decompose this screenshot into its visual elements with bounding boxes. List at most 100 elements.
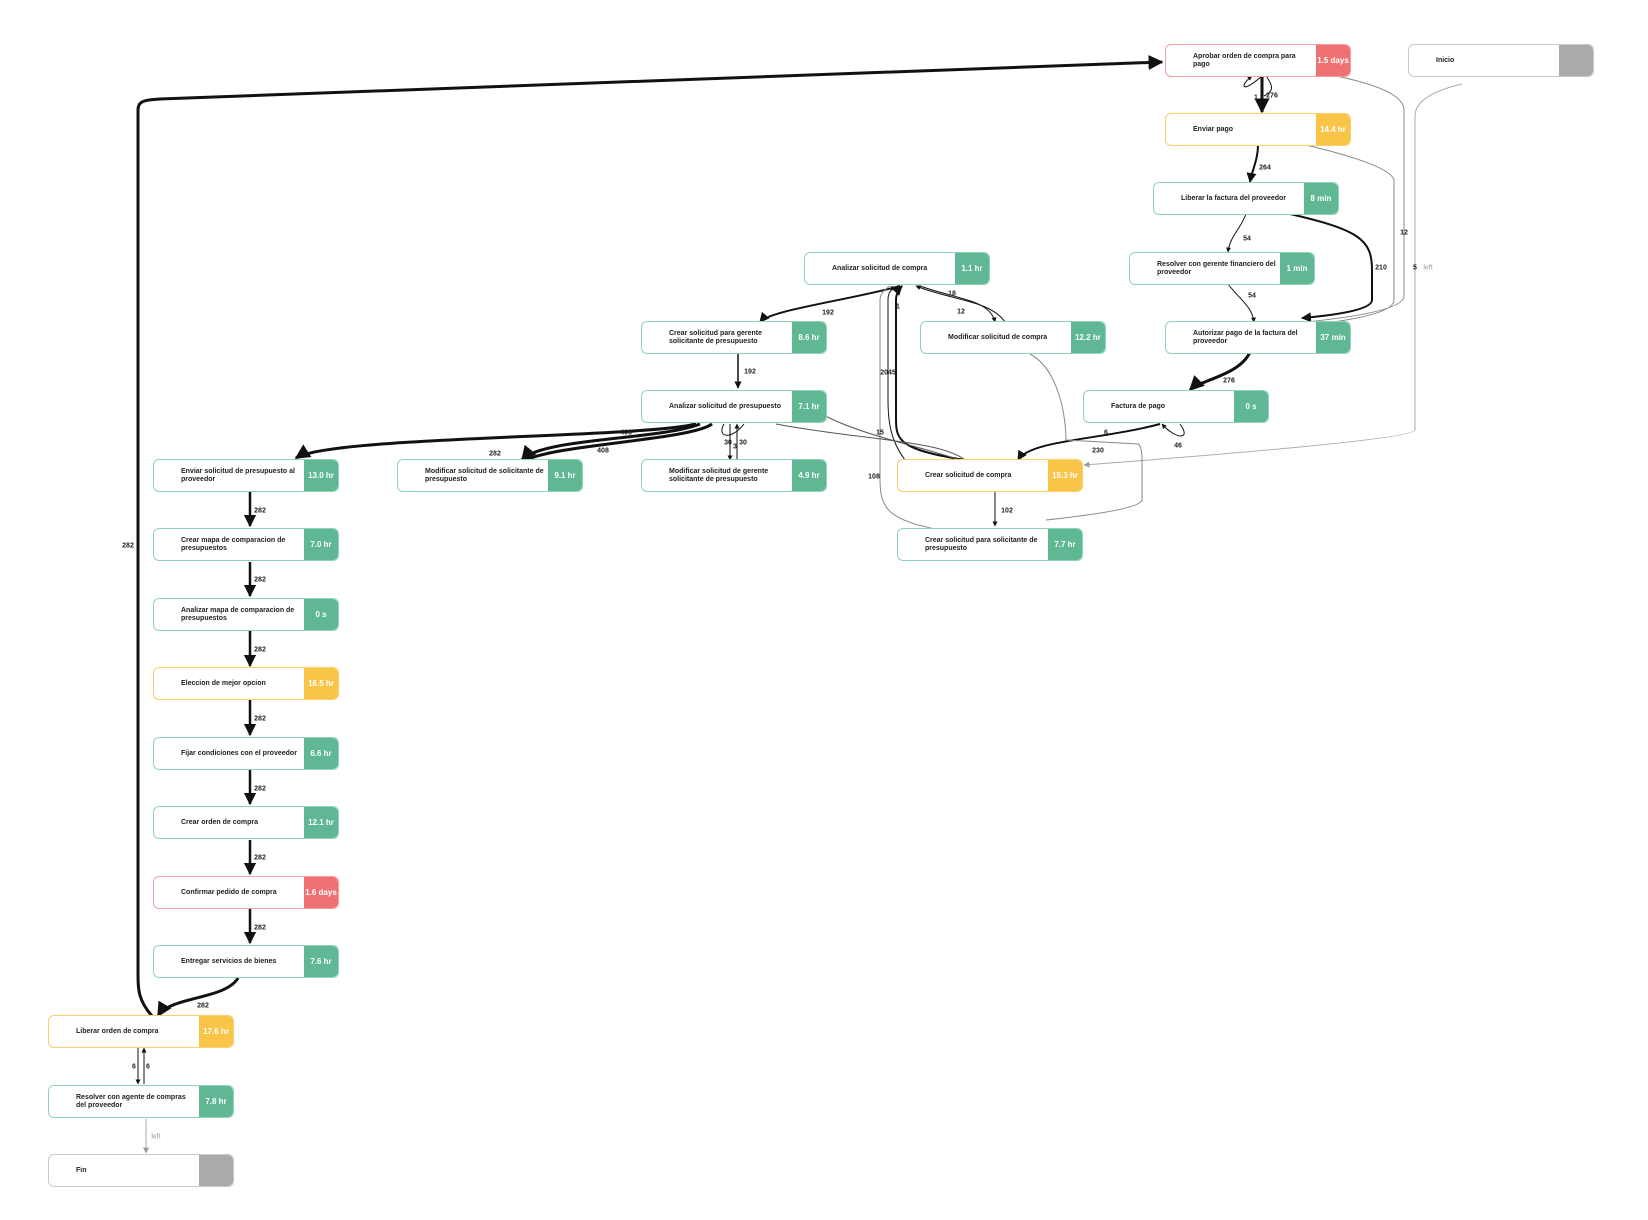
edge-label: 282 (254, 646, 266, 654)
duration-badge: 1.1 hr (955, 253, 989, 284)
node-label: Analizar mapa de comparacion de presupue… (181, 606, 295, 622)
edge-factura-crear-compra (1017, 423, 1161, 461)
duration-badge: 12.2 hr (1071, 322, 1105, 353)
edge-label: 12 (1400, 229, 1408, 237)
edge-label: 12 (957, 308, 965, 316)
edge-ap-self (721, 423, 745, 436)
node-label: Aprobar orden de compra para pago (1193, 52, 1296, 68)
node-crear-mapa[interactable]: Crear mapa de comparacion de presupuesto… (153, 528, 339, 561)
duration-badge: 1 min (1280, 253, 1314, 284)
node-label: Resolver con agente de compras del prove… (76, 1093, 186, 1109)
edge-label: 6 (146, 1063, 150, 1071)
node-inicio[interactable]: Inicio (1408, 44, 1594, 77)
node-label: Entregar servicios de bienes (181, 957, 277, 965)
node-label: Liberar orden de compra (76, 1027, 159, 1035)
edge-label: 2045 (880, 369, 896, 377)
node-resolver-agente[interactable]: Resolver con agente de compras del prove… (48, 1085, 234, 1118)
edge-enviar-autorizar (1305, 144, 1395, 326)
node-liberar-orden[interactable]: Liberar orden de compra 17.6 hr (48, 1015, 234, 1048)
duration-badge: 9.1 hr (548, 460, 582, 491)
node-analizar-mapa[interactable]: Analizar mapa de comparacion de presupue… (153, 598, 339, 631)
duration-badge (1559, 45, 1593, 76)
node-label: Resolver con gerente financiero del prov… (1157, 260, 1276, 276)
node-crear-compra[interactable]: Crear solicitud de compra 15.3 hr (897, 459, 1083, 492)
duration-badge: 0 s (1234, 391, 1268, 422)
edge-label: 408 (620, 429, 632, 437)
node-resolver-gerente[interactable]: Resolver con gerente financiero del prov… (1129, 252, 1315, 285)
node-label: Eleccion de mejor opcion (181, 679, 266, 687)
edge-liberar-orden-aprobar (136, 55, 1164, 1017)
node-label: Analizar solicitud de presupuesto (669, 402, 782, 410)
edge-label: 282 (254, 785, 266, 793)
edge-aprobar-autorizar (1305, 75, 1405, 323)
edge-liberar-resolver (1226, 213, 1247, 253)
edge-label: 5 (1413, 264, 1417, 272)
edge-label: 282 (122, 542, 134, 550)
node-label: Crear orden de compra (181, 818, 259, 826)
node-label: Fijar condiciones con el proveedor (181, 749, 297, 757)
node-label: Modificar solicitud de gerente solicitan… (669, 467, 769, 483)
node-label: Crear solicitud de compra (925, 471, 1012, 479)
edge-crear-compra-analizar-thin (887, 286, 906, 461)
node-modificar-solicitante[interactable]: Modificar solicitud de solicitante de pr… (397, 459, 583, 492)
node-crear-gerente[interactable]: Crear solicitud para gerente solicitante… (641, 321, 827, 354)
edge-label: 192 (744, 368, 756, 376)
edge-modificar-crear-solicitante (1029, 353, 1143, 521)
node-label: Crear solicitud para gerente solicitante… (669, 329, 762, 345)
edge-inicio-crear-compra (1083, 83, 1463, 468)
edge-label: 30 (724, 439, 732, 447)
edge-label: 54 (1248, 292, 1256, 300)
node-crear-solicitante[interactable]: Crear solicitud para solicitante de pres… (897, 528, 1083, 561)
edge-liberar-autorizar (1289, 213, 1373, 323)
edge-label: 1 (896, 303, 900, 311)
edge-label: 6 (132, 1063, 136, 1071)
duration-badge: 14.4 hr (1316, 114, 1350, 145)
edge-enviar-liberar (1246, 144, 1259, 183)
duration-badge: 15.3 hr (1048, 460, 1082, 491)
duration-badge: 4.9 hr (792, 460, 826, 491)
edge-label: 192 (822, 309, 834, 317)
duration-badge: 7.6 hr (304, 946, 338, 977)
edge-aprobar-self (1243, 75, 1263, 88)
node-analizar-compra[interactable]: Analizar solicitud de compra 1.1 hr (804, 252, 990, 285)
edge-label: 18 (948, 290, 956, 298)
edge-label: 282 (489, 450, 501, 458)
edge-label: 15 (876, 429, 884, 437)
duration-badge: 17.6 hr (199, 1016, 233, 1047)
edge-label: left (151, 1133, 161, 1141)
edge-analizar-compra-crear-gerente (759, 285, 901, 323)
node-modificar-gerente[interactable]: Modificar solicitud de gerente solicitan… (641, 459, 827, 492)
duration-badge: 7.8 hr (199, 1086, 233, 1117)
duration-badge: 8 min (1304, 183, 1338, 214)
node-autorizar-pago[interactable]: Autorizar pago de la factura del proveed… (1165, 321, 1351, 354)
edge-label: 276 (1266, 92, 1278, 100)
edge-label: 282 (197, 1002, 209, 1010)
edge-label: 282 (254, 715, 266, 723)
node-label: Modificar solicitud de solicitante de pr… (425, 467, 544, 483)
duration-badge: 8.6 hr (792, 322, 826, 353)
edge-label: 1 (1254, 94, 1258, 102)
node-enviar-proveedor[interactable]: Enviar solicitud de presupuesto al prove… (153, 459, 339, 492)
edge-factura-self (1161, 423, 1185, 437)
node-label: Analizar solicitud de compra (832, 264, 928, 272)
duration-badge: 7.0 hr (304, 529, 338, 560)
edge-ap-enviar-proveedor (294, 422, 697, 460)
node-entregar-servicios[interactable]: Entregar servicios de bienes 7.6 hr (153, 945, 339, 978)
node-label: Inicio (1436, 56, 1455, 64)
edge-label: 282 (254, 507, 266, 515)
node-label: Fin (76, 1166, 87, 1174)
node-label: Enviar solicitud de presupuesto al prove… (181, 467, 295, 483)
node-label: Autorizar pago de la factura del proveed… (1193, 329, 1298, 345)
duration-badge: 0 s (304, 599, 338, 630)
node-fin[interactable]: Fin (48, 1154, 234, 1187)
